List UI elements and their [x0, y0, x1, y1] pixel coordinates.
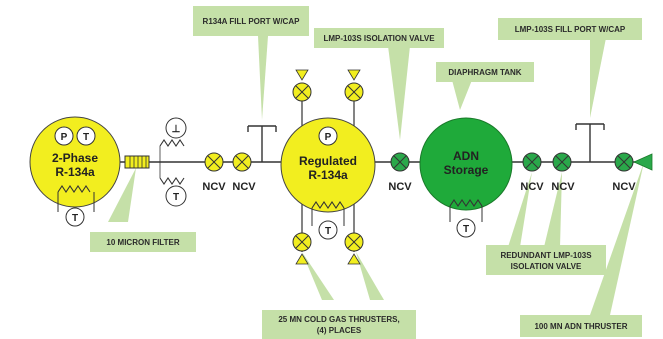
ncv-valve-1[interactable]	[204, 152, 224, 172]
tank-left-label-line1: 2-Phase	[52, 151, 98, 165]
callout-box-adn-thruster	[520, 315, 642, 337]
tank-left-label-line2: R-134a	[55, 165, 95, 179]
regulator-icon: ⊥	[165, 117, 187, 139]
callout-redundant-line2: ISOLATION VALVE	[511, 262, 582, 271]
callout-box-r134a-fill	[193, 6, 309, 36]
temperature-gauge-icon: T	[318, 220, 338, 240]
ncv-label-1: NCV	[202, 181, 226, 193]
lmp-fill-port	[575, 123, 605, 162]
callout-r134a-fill-port: R134A FILL PORT W/CAP	[203, 17, 301, 26]
svg-text:T: T	[72, 213, 78, 224]
cold-gas-thruster-top-left[interactable]	[292, 69, 312, 102]
callout-pointer-cold-gas-a	[302, 252, 334, 300]
cold-gas-thruster-bottom-left[interactable]	[292, 232, 312, 265]
callout-box-cold-gas	[262, 310, 416, 339]
tank-regulated-r134a	[280, 117, 376, 213]
ncv-valve-6[interactable]	[614, 152, 634, 172]
ncv-label-5: NCV	[551, 181, 575, 193]
ncv-label-3: NCV	[388, 181, 412, 193]
pressure-gauge-icon: P	[318, 126, 338, 146]
adn-thruster-nozzle-icon[interactable]	[633, 153, 653, 171]
temperature-gauge-icon: T	[165, 185, 187, 207]
callout-box-diaphragm	[436, 62, 534, 82]
heater-coil-icon	[449, 199, 483, 222]
svg-text:⊥: ⊥	[172, 124, 181, 135]
callout-lmp-fill-port: LMP-103S FILL PORT W/CAP	[515, 25, 626, 34]
callout-cold-gas-line1: 25 MN COLD GAS THRUSTERS,	[278, 315, 399, 324]
callout-pointer-redundant-a	[508, 172, 532, 247]
ncv-valve-2[interactable]	[232, 152, 252, 172]
ncv-valve-5[interactable]	[552, 152, 572, 172]
callout-box-redundant	[486, 245, 606, 275]
callout-adn-thruster: 100 MN ADN THRUSTER	[534, 322, 627, 331]
ncv-valve-3[interactable]	[390, 152, 410, 172]
callout-pointer-adn-thruster	[590, 162, 644, 315]
svg-text:T: T	[463, 224, 469, 235]
temperature-gauge-icon: T	[76, 126, 96, 146]
ncv-valve-4[interactable]	[522, 152, 542, 172]
cold-gas-thruster-top-right[interactable]	[344, 69, 364, 102]
callout-box-lmp-fill	[498, 18, 642, 40]
heater-coil-icon	[311, 201, 345, 226]
svg-text:T: T	[83, 132, 89, 143]
callout-pointer-diaphragm	[452, 80, 472, 110]
heat-exchanger-icon	[159, 139, 185, 185]
callout-redundant-line1: REDUNDANT LMP-103S	[500, 251, 592, 260]
pressure-gauge-icon: P	[54, 126, 74, 146]
tank-right-label-line1: ADN	[453, 149, 479, 163]
svg-text:P: P	[61, 132, 68, 143]
tank-middle-label-line2: R-134a	[308, 168, 348, 182]
tank-2phase-r134a	[29, 116, 121, 208]
callout-pointer-filter	[108, 168, 136, 222]
callout-pointer-redundant-b	[544, 172, 562, 247]
svg-text:T: T	[325, 226, 331, 237]
heater-coil-icon	[57, 185, 95, 212]
callout-cold-gas-line2: (4) PLACES	[317, 326, 362, 335]
callout-box-filter	[90, 232, 196, 252]
cold-gas-thruster-bottom-right[interactable]	[344, 232, 364, 265]
r134a-fill-port	[247, 125, 277, 162]
svg-text:T: T	[173, 192, 179, 203]
micron-filter-icon	[124, 155, 150, 169]
tank-middle-label-line1: Regulated	[299, 154, 357, 168]
tank-right-label-line2: Storage	[444, 163, 489, 177]
callout-micron-filter: 10 MICRON FILTER	[106, 238, 179, 247]
temperature-gauge-icon: T	[65, 207, 85, 227]
callout-box-lmp-isolation	[314, 28, 444, 48]
callout-pointer-lmp-isolation	[388, 46, 410, 140]
ncv-label-4: NCV	[520, 181, 544, 193]
callout-pointer-r134a-fill	[258, 36, 268, 120]
temperature-gauge-icon: T	[456, 218, 476, 238]
svg-text:P: P	[325, 132, 332, 143]
callout-pointer-cold-gas-b	[356, 252, 384, 300]
callout-pointer-lmp-fill	[590, 38, 606, 118]
ncv-label-6: NCV	[612, 181, 636, 193]
callout-lmp-isolation-valve: LMP-103S ISOLATION VALVE	[323, 34, 435, 43]
ncv-label-2: NCV	[232, 181, 256, 193]
tank-adn-storage	[419, 117, 513, 211]
callout-diaphragm-tank: DIAPHRAGM TANK	[448, 68, 521, 77]
